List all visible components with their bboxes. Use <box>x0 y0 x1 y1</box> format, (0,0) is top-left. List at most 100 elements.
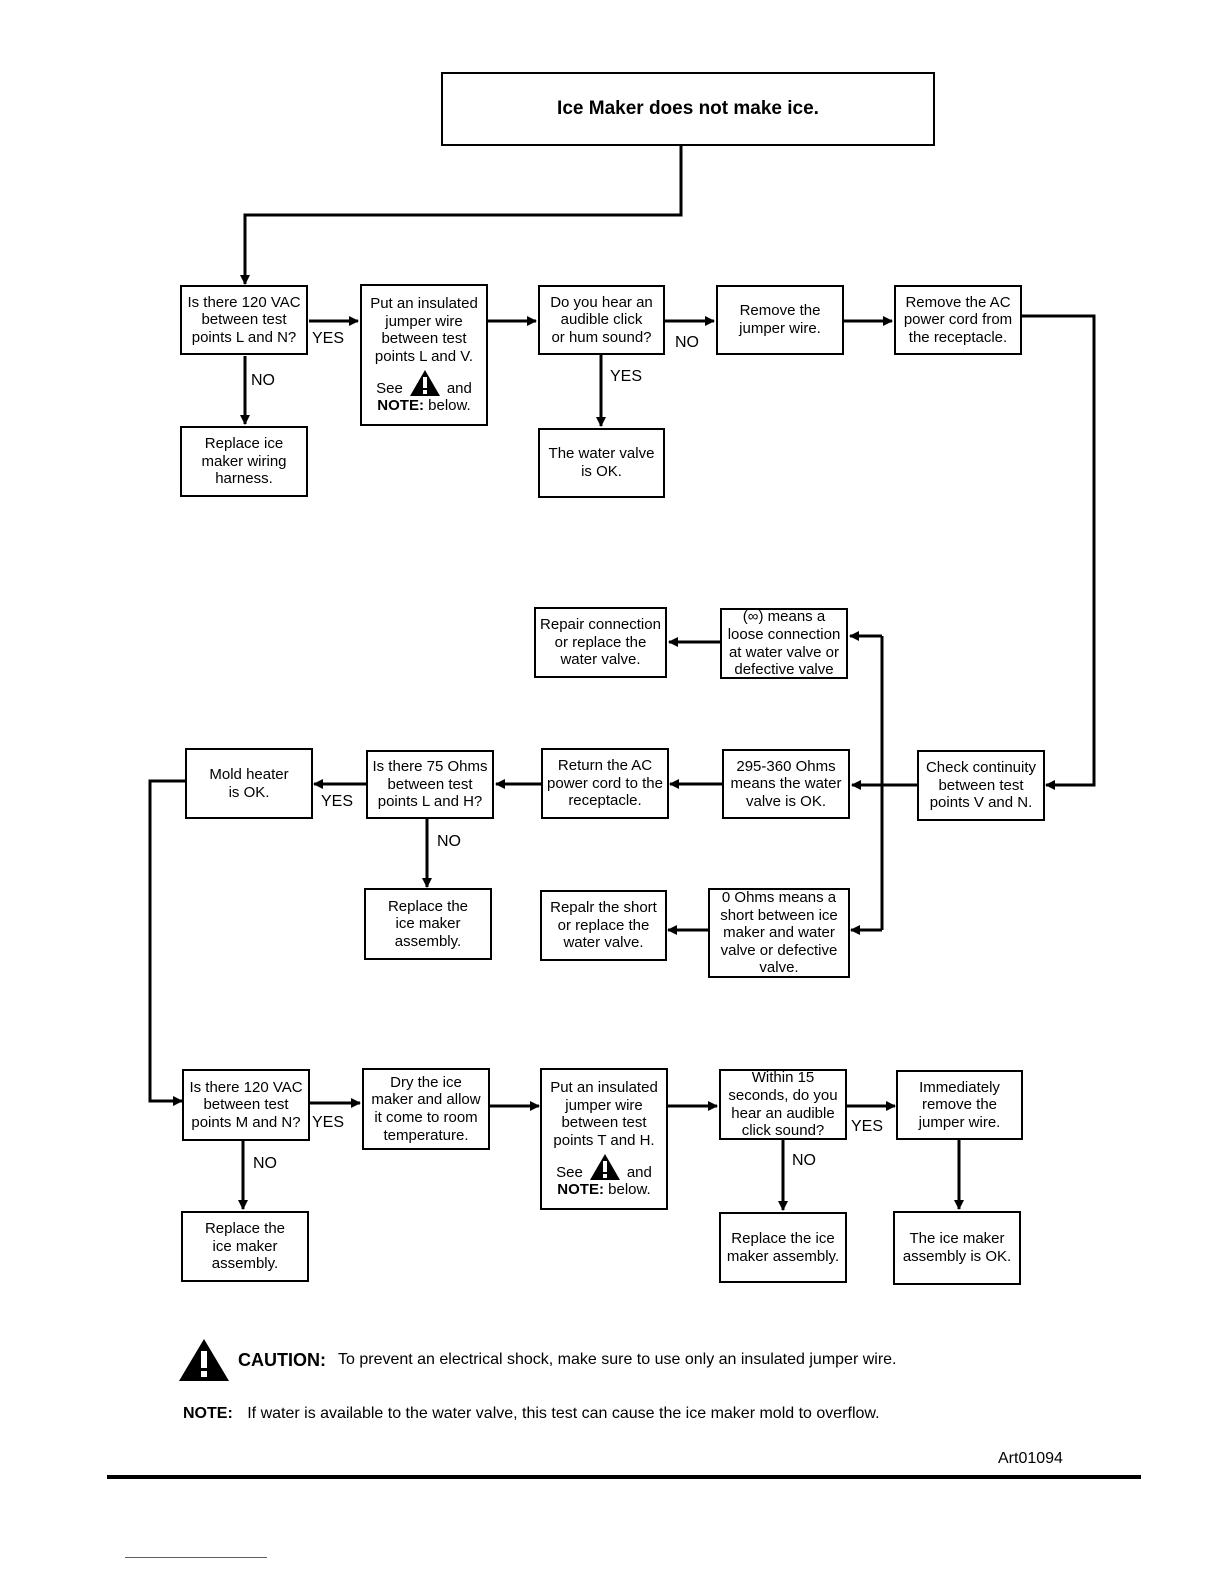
box-line: ice maker <box>395 915 461 933</box>
box-line: 295-360 Ohms <box>736 757 836 775</box>
connector-title-to-q1 <box>240 145 683 285</box>
box-line: at water valve or <box>728 643 840 661</box>
box-line: or replace the <box>557 916 650 934</box>
see-note-line: See and <box>376 369 472 397</box>
label-yes-hear: YES <box>610 368 643 385</box>
box-line: receptacle. <box>568 792 642 810</box>
footer-link-line <box>125 1557 267 1558</box>
connector-ac-to-continuity <box>1022 314 1096 790</box>
box-line: loose connection <box>727 625 841 643</box>
box-line: points L and V. <box>374 347 474 365</box>
box-line: Do you hear an <box>550 293 653 311</box>
see-note-line: See and <box>556 1153 652 1181</box>
box-line: power cord to the <box>547 774 663 792</box>
label-no-within: NO <box>792 1152 816 1169</box>
box-line: Remove the <box>739 302 821 320</box>
box-remove-jumper: Remove the jumper wire. <box>716 285 844 355</box>
box-line: maker wiring <box>201 452 287 470</box>
box-line: points V and N. <box>929 794 1033 812</box>
box-q-75-ohms: Is there 75 Ohms between test points L a… <box>366 750 494 819</box>
box-line: Repalr the short <box>550 899 657 917</box>
box-within-15-seconds: Within 15 seconds, do you hear an audibl… <box>719 1069 847 1140</box>
caution-text: To prevent an electrical shock, make sur… <box>338 1351 897 1368</box>
box-line: between test <box>203 1096 289 1114</box>
box-line: water valve. <box>560 651 641 669</box>
box-line: power cord from <box>903 311 1013 329</box>
box-line: or hum sound? <box>551 328 652 346</box>
box-line: Check continuity <box>925 759 1037 777</box>
box-line: Dry the ice <box>390 1073 462 1091</box>
box-line: (∞) means a <box>742 608 826 626</box>
label-no-qMN: NO <box>253 1155 277 1172</box>
box-line: audible click <box>560 311 643 329</box>
box-line: jumper wire. <box>918 1113 1001 1131</box>
box-replace-assembly-bottom-right: Replace the ice maker assembly. <box>719 1212 847 1283</box>
label-yes-within: YES <box>851 1118 884 1135</box>
box-line: Mold heater <box>209 765 289 783</box>
box-mold-heater-ok: Mold heater is OK. <box>185 748 313 819</box>
box-replace-harness: Replace ice maker wiring harness. <box>180 426 308 497</box>
box-q-120vac-l-n: Is there 120 VAC between test points L a… <box>180 285 308 355</box>
label-no-q1: NO <box>251 372 275 389</box>
box-line: short between ice <box>720 906 838 924</box>
box-line: maker and allow <box>371 1091 481 1109</box>
box-return-ac-cord: Return the AC power cord to the receptac… <box>541 748 669 819</box>
box-line: points M and N? <box>191 1113 301 1131</box>
and-text: and <box>446 379 472 397</box>
box-line: harness. <box>215 470 273 488</box>
caution-line: CAUTION: To prevent an electrical shock,… <box>178 1338 897 1382</box>
box-line: defective valve <box>734 661 834 679</box>
box-repair-short: Repalr the short or replace the water va… <box>540 890 667 961</box>
box-line: points L and H? <box>377 793 483 811</box>
see-text: See <box>376 379 403 397</box>
box-line: Is there 75 Ohms <box>372 758 488 776</box>
box-line: valve or defective <box>720 941 838 959</box>
label-yes-q75: YES <box>321 793 354 810</box>
box-line: Put an insulated <box>370 295 478 313</box>
box-line: assembly. <box>394 932 462 950</box>
box-line: between test <box>381 330 467 348</box>
box-line: valve. <box>759 959 799 977</box>
box-line: between test <box>201 311 287 329</box>
note-ref-label: NOTE: <box>557 1181 604 1199</box>
box-line: The water valve <box>548 445 655 463</box>
box-jumper-l-v: Put an insulated jumper wire between tes… <box>360 284 488 426</box>
caution-label: CAUTION: <box>238 1349 326 1370</box>
box-immediately-remove: Immediately remove the jumper wire. <box>896 1070 1023 1140</box>
footer-rule <box>107 1475 1141 1479</box>
box-line: points T and H. <box>553 1131 655 1149</box>
and-text: and <box>626 1163 652 1181</box>
box-line: Return the AC <box>557 757 653 775</box>
box-line: Remove the AC <box>905 293 1011 311</box>
box-line: water valve. <box>563 934 644 952</box>
box-q-120vac-m-n: Is there 120 VAC between test points M a… <box>182 1069 310 1141</box>
note-ref-rest: below. <box>428 397 471 415</box>
box-assembly-ok: The ice maker assembly is OK. <box>893 1211 1021 1285</box>
box-line: between test <box>561 1114 647 1132</box>
box-line: remove the <box>921 1096 998 1114</box>
box-line: Put an insulated <box>550 1079 658 1097</box>
box-line: it come to room <box>374 1109 478 1126</box>
see-text: See <box>556 1163 583 1181</box>
box-line: between test <box>387 775 473 793</box>
box-hear-click: Do you hear an audible click or hum soun… <box>538 285 665 355</box>
note-label: NOTE: <box>183 1405 233 1422</box>
box-line: Is there 120 VAC <box>189 1078 303 1096</box>
box-line: maker assembly. <box>726 1247 840 1265</box>
box-line: jumper wire <box>565 1096 643 1114</box>
label-no-hear: NO <box>675 334 699 351</box>
box-check-continuity: Check continuity between test points V a… <box>917 750 1045 821</box>
box-line: Immediately <box>919 1078 1000 1096</box>
warning-icon <box>179 1339 229 1381</box>
note-text: If water is available to the water valve… <box>247 1405 880 1422</box>
note-line: NOTE: If water is available to the water… <box>183 1405 880 1423</box>
box-line: points L and N? <box>191 328 297 346</box>
box-line: The ice maker <box>909 1230 1005 1248</box>
warning-icon <box>589 1154 620 1181</box>
label-yes-qMN: YES <box>312 1114 345 1131</box>
label-no-q75: NO <box>437 833 461 850</box>
box-line: Within 15 <box>751 1069 815 1087</box>
box-line: the receptacle. <box>908 328 1008 346</box>
box-line: Replace the <box>204 1220 286 1238</box>
